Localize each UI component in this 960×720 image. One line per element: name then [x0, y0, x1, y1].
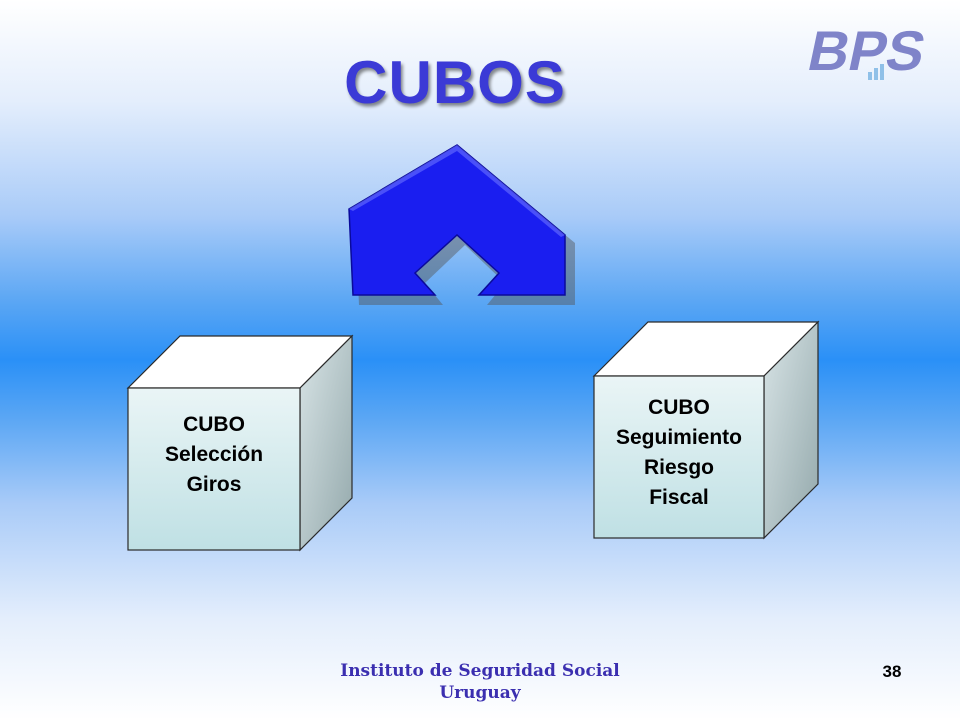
cube-label-line: Riesgo — [643, 456, 714, 479]
slide-title: CUBOS — [344, 49, 566, 116]
double-down-arrow-icon — [348, 144, 575, 305]
cube-seleccion-giros: CUBO Selección Giros — [122, 328, 358, 554]
cube-seguimiento-riesgo-fiscal: CUBO Seguimiento Riesgo Fiscal — [590, 318, 826, 546]
cube-label-line: Giros — [186, 473, 242, 496]
cube-label: CUBO Selección Giros — [128, 388, 300, 550]
cube-shape — [592, 320, 820, 540]
bps-logo: BPS — [803, 20, 931, 82]
cube-label-line: CUBO — [648, 396, 710, 419]
cube-label-line: CUBO — [183, 413, 245, 436]
cube-label: CUBO Seguimiento Riesgo Fiscal — [594, 376, 764, 538]
page-number: 38 — [882, 662, 902, 681]
footer: Instituto de Seguridad Social Uruguay — [300, 660, 660, 704]
footer-institution: Instituto de Seguridad Social — [340, 661, 620, 681]
footer-country: Uruguay — [439, 683, 521, 703]
cube-label-line: Seguimiento — [615, 426, 742, 449]
bps-logo-text: BPS — [803, 20, 931, 82]
cube-shape — [126, 334, 354, 552]
cube-label-line: Selección — [164, 443, 264, 466]
cube-label-line: Fiscal — [649, 486, 709, 509]
